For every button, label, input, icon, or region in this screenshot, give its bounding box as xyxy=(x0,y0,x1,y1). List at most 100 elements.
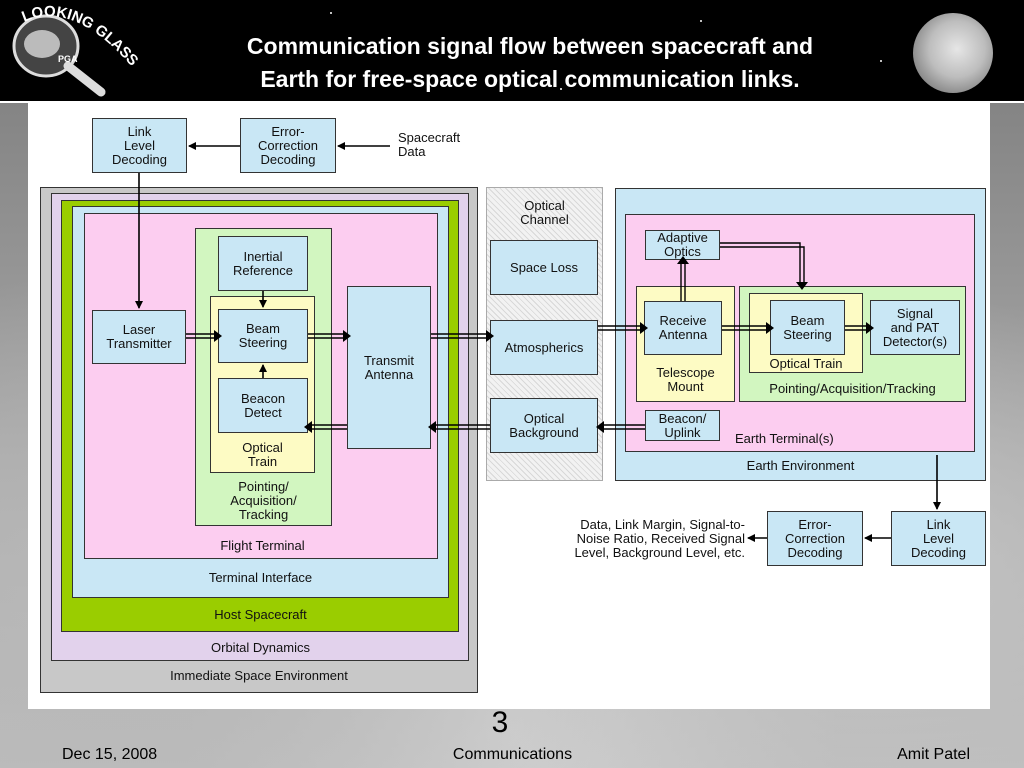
label-line: Level, Background Level, etc. xyxy=(574,545,745,560)
earth-terminals-label: Earth Terminal(s) xyxy=(735,431,834,446)
laser-transmitter-box: Laser Transmitter xyxy=(92,310,186,364)
footer-topic: Communications xyxy=(452,746,573,763)
label-line: Data xyxy=(398,144,426,159)
box-line: Inertial xyxy=(243,248,283,264)
spacecraft-pat-label: Pointing/ Acquisition/ Tracking xyxy=(195,480,332,522)
box-line: Detect xyxy=(244,404,282,420)
box-line: Beam xyxy=(790,312,825,328)
box-line: Error- xyxy=(798,516,832,532)
box-line: Correction xyxy=(785,530,845,546)
box-line: Steering xyxy=(238,335,288,350)
double-arrow-atmospherics-to-receive xyxy=(598,325,640,331)
top-error-correction-box: Error- Correction Decoding xyxy=(240,118,336,173)
adaptive-optics-box: Adaptive Optics xyxy=(645,230,720,260)
box-line: Transmit xyxy=(363,352,415,368)
slide-title: Communication signal flow between spacec… xyxy=(150,30,910,96)
earth-optical-train-label: Optical Train xyxy=(769,356,843,371)
slide-header: PGA LOOKING GLASS Communication signal f… xyxy=(0,0,1024,103)
earth-pat-label: Pointing/Acquisition/Tracking xyxy=(769,381,936,396)
box-line: Detector(s) xyxy=(882,333,948,349)
beacon-detect-box: Beacon Detect xyxy=(218,378,308,433)
label-line: Tracking xyxy=(238,507,289,522)
label-line: Spacecraft xyxy=(398,130,461,145)
box-line: Error- xyxy=(271,123,305,139)
box-line: Antenna xyxy=(658,327,708,342)
box-line: Laser xyxy=(122,322,156,337)
transmit-antenna-box: Transmit Antenna xyxy=(347,286,431,449)
box-line: Beacon xyxy=(240,390,286,406)
double-arrow-receive-to-adaptive xyxy=(680,264,686,301)
double-arrow-laser-to-steering xyxy=(186,333,214,339)
box-line: Signal xyxy=(896,305,934,321)
box-line: Background xyxy=(509,424,579,440)
inertial-reference-box: Inertial Reference xyxy=(218,236,308,291)
spacecraft-data-label: Spacecraft Data xyxy=(398,131,460,159)
label-line: Channel xyxy=(520,212,569,227)
box-line: Correction xyxy=(258,137,318,153)
bottom-error-correction-box: Error- Correction Decoding xyxy=(767,511,863,566)
star xyxy=(330,12,332,14)
label-line: Pointing/ xyxy=(238,479,289,494)
box-line: Decoding xyxy=(112,151,167,167)
box-line: Adaptive xyxy=(657,230,708,245)
outputs-label: Data, Link Margin, Signal-to- Noise Rati… xyxy=(505,518,745,560)
title-line: Earth for free-space optical communicati… xyxy=(260,66,800,92)
double-arrow-receive-to-steering xyxy=(722,325,766,331)
double-arrow-steering-to-detector xyxy=(845,325,866,331)
space-loss-box: Space Loss xyxy=(490,240,598,295)
box-line: Transmitter xyxy=(106,336,172,351)
bottom-link-level-decoding-box: Link Level Decoding xyxy=(891,511,986,566)
box-line: Receive xyxy=(659,313,707,328)
moon-image xyxy=(913,13,993,93)
box-line: Atmospherics xyxy=(504,339,584,355)
double-arrow-uplink-to-background xyxy=(604,424,645,430)
footer-date: Dec 15, 2008 xyxy=(62,746,158,763)
atmospherics-box: Atmospherics xyxy=(490,320,598,375)
double-arrow-antenna-to-beacon xyxy=(312,424,347,430)
earth-environment-label: Earth Environment xyxy=(746,458,855,473)
orbital-dynamics-label: Orbital Dynamics xyxy=(211,640,310,655)
title-line: Communication signal flow between spacec… xyxy=(246,33,814,59)
footer-author: Amit Patel xyxy=(897,746,970,763)
receive-antenna-box: Receive Antenna xyxy=(644,301,722,355)
label-line: Optical xyxy=(524,198,565,213)
box-line: Link xyxy=(926,516,951,532)
immediate-space-environment-label: Immediate Space Environment xyxy=(170,668,348,683)
label-line: Mount xyxy=(667,379,704,394)
box-line: Beam xyxy=(246,321,280,336)
box-line: Level xyxy=(123,137,156,153)
box-line: and PAT xyxy=(890,319,940,335)
label-line: Telescope xyxy=(656,365,715,380)
double-arrow-background-to-antenna xyxy=(436,424,490,430)
box-line: Beacon/ xyxy=(658,410,707,426)
double-arrow-antenna-to-atmospherics xyxy=(431,333,486,339)
top-link-level-decoding-box: Link Level Decoding xyxy=(92,118,187,173)
earth-beam-steering-box: Beam Steering xyxy=(770,300,845,355)
box-line: Link xyxy=(127,123,152,139)
box-line: Level xyxy=(922,530,955,546)
spacecraft-optical-train-label: Optical Train xyxy=(210,441,315,469)
page-number: 3 xyxy=(491,706,509,739)
terminal-interface-label: Terminal Interface xyxy=(208,570,313,585)
double-arrow-adaptive-to-steering xyxy=(720,242,805,282)
label-line: Acquisition/ xyxy=(230,493,297,508)
optical-channel-label: Optical Channel xyxy=(486,199,603,227)
box-line: Antenna xyxy=(364,366,414,382)
box-line: Decoding xyxy=(911,544,966,560)
box-line: Decoding xyxy=(260,151,316,167)
star xyxy=(880,60,882,62)
flight-terminal-label: Flight Terminal xyxy=(220,538,305,553)
label-line: Optical xyxy=(242,440,283,455)
box-line: Space Loss xyxy=(510,259,578,275)
telescope-mount-label: Telescope Mount xyxy=(636,366,735,394)
box-line: Uplink xyxy=(664,424,701,440)
label-line: Noise Ratio, Received Signal xyxy=(576,531,745,546)
beacon-uplink-box: Beacon/ Uplink xyxy=(645,410,720,441)
label-line: Train xyxy=(247,454,278,469)
looking-glass-logo: PGA LOOKING GLASS xyxy=(12,4,142,97)
logo-subtext: PGA xyxy=(58,54,78,64)
box-line: Reference xyxy=(233,262,293,278)
label-line: Data, Link Margin, Signal-to- xyxy=(580,517,745,532)
box-line: Steering xyxy=(783,326,832,342)
